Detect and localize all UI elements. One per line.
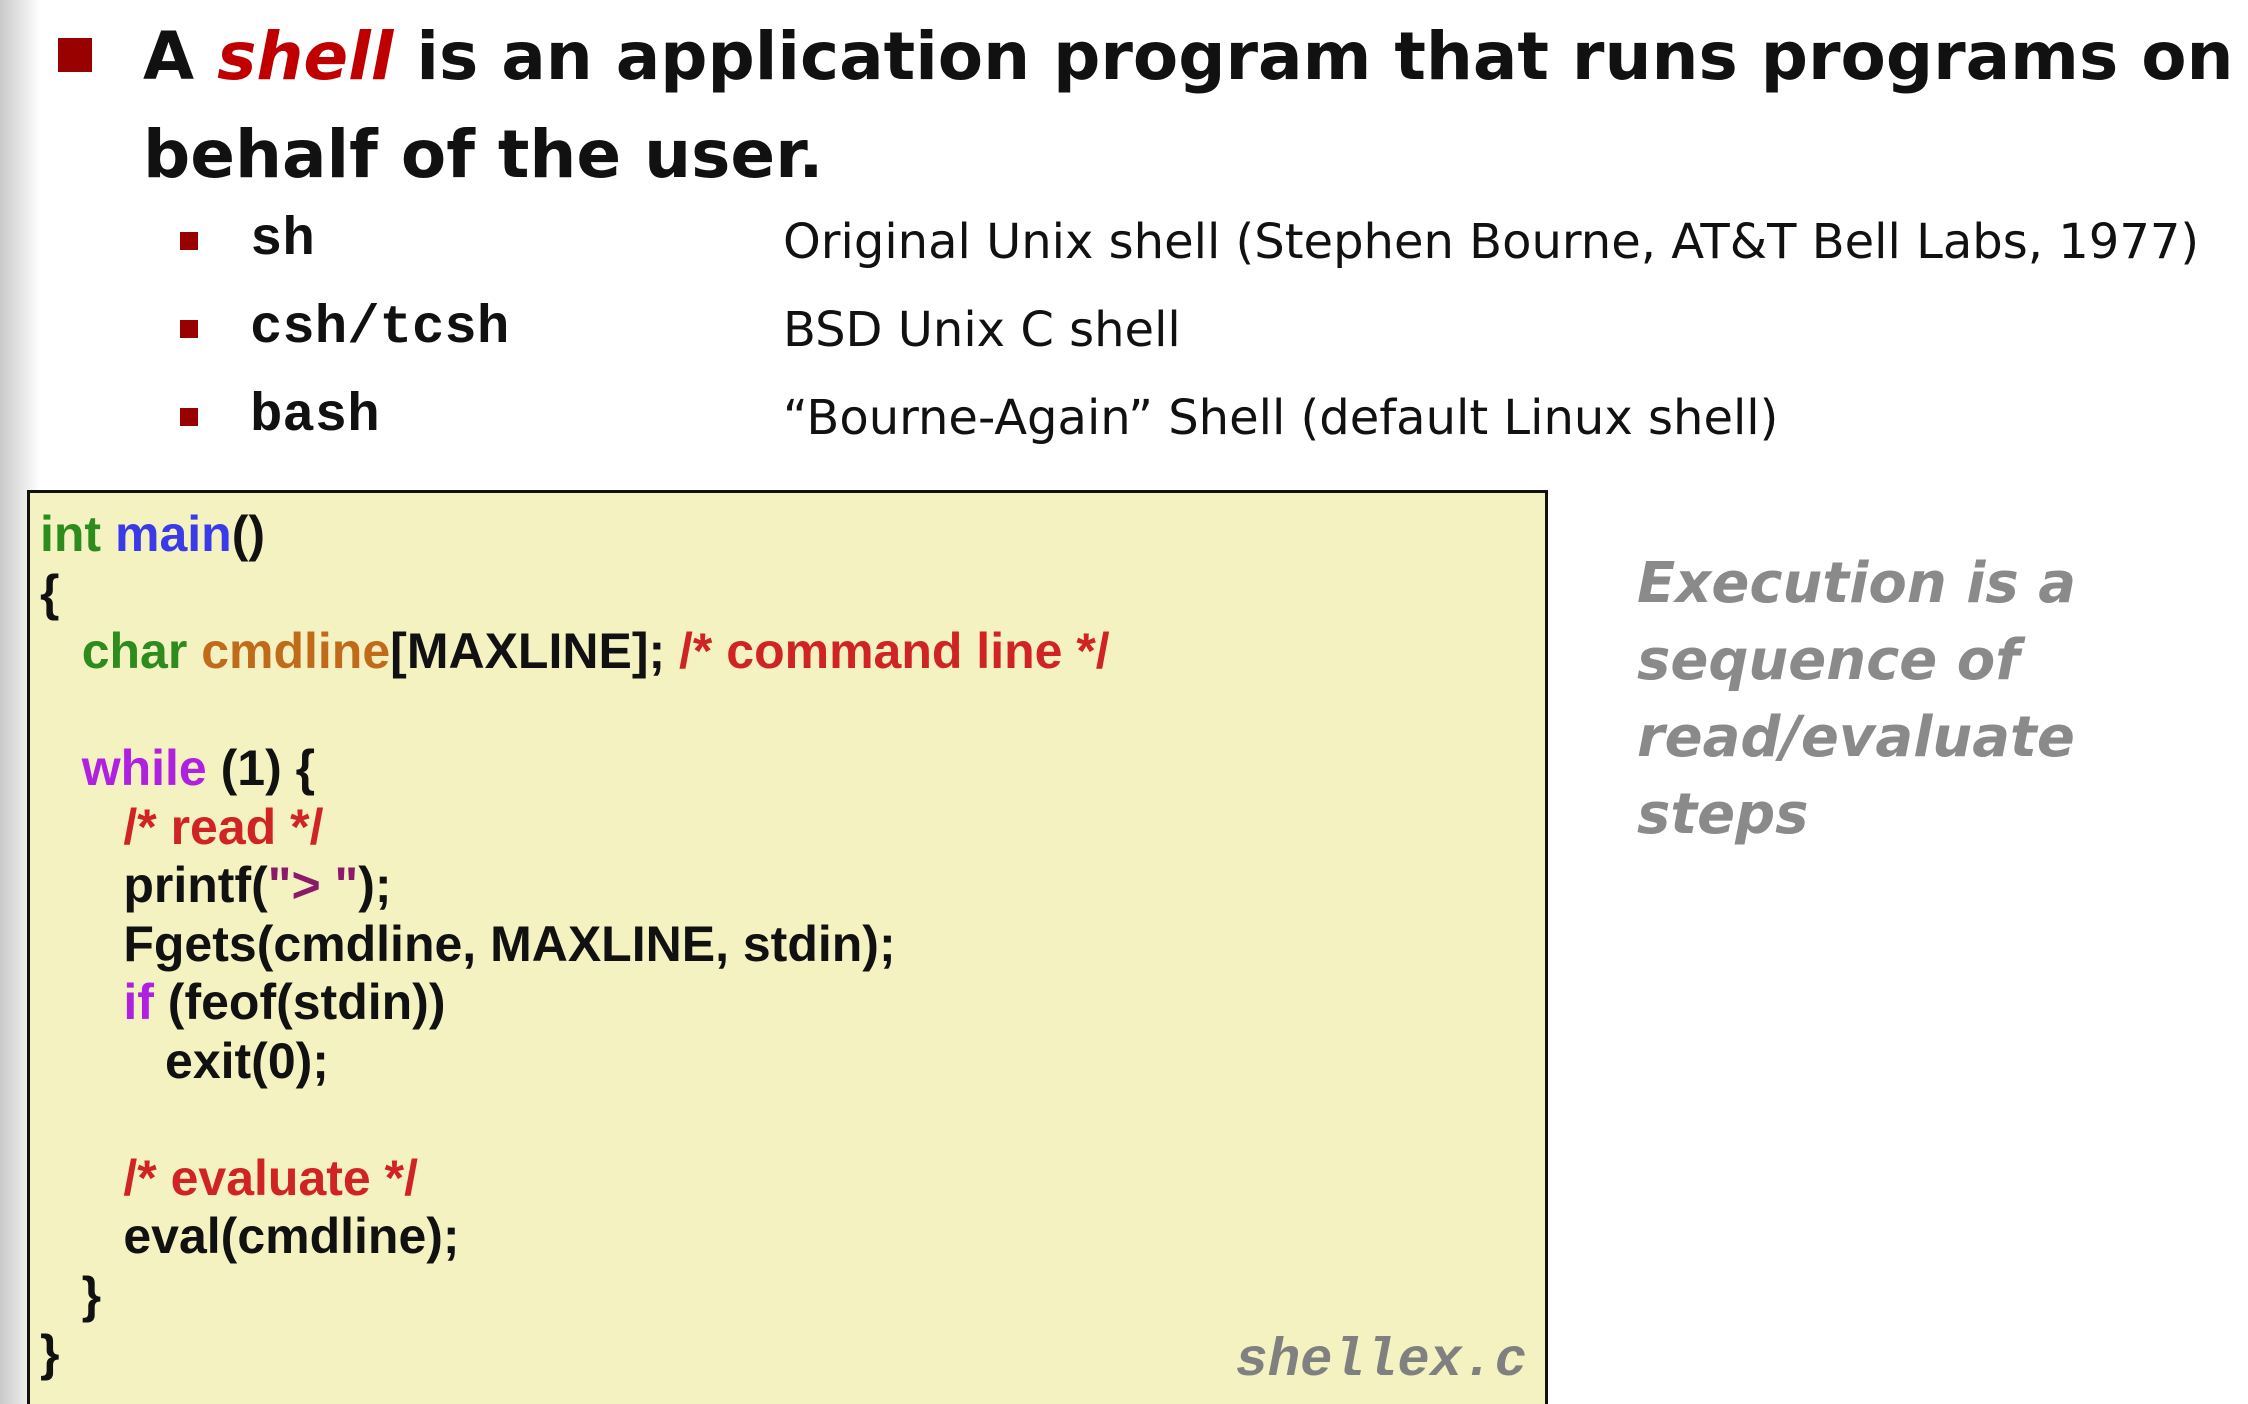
function-name: main — [115, 506, 232, 562]
headline-part2: is an application program that runs prog… — [143, 18, 2234, 193]
main-bullet — [58, 38, 92, 72]
shell-name: sh — [250, 210, 315, 271]
execution-note: Execution is a sequence of read/evaluate… — [1637, 551, 2077, 847]
headline: A shell is an application program that r… — [143, 8, 2243, 204]
type-keyword: int — [40, 506, 102, 562]
code-line-2: { — [40, 564, 60, 621]
code-text: (feof(stdin)) — [153, 974, 446, 1030]
code-text: ); — [358, 857, 392, 913]
shell-item-sh: sh Original Unix shell (Stephen Bourne, … — [0, 198, 2248, 286]
code-comment: /* command line */ — [679, 623, 1110, 679]
code-line-blank — [40, 1090, 1110, 1149]
code-line-10: exit(0); — [40, 1032, 329, 1089]
code-line-blank — [40, 681, 1110, 740]
shell-name: bash — [250, 386, 380, 447]
code-text: [MAXLINE]; — [390, 623, 680, 679]
code-line-13: eval(cmdline); — [40, 1208, 460, 1264]
code-line-14: } — [40, 1266, 102, 1323]
sub-bullet — [180, 408, 198, 426]
type-keyword: char — [81, 623, 188, 679]
variable-name: cmdline — [201, 623, 391, 679]
code-comment: /* evaluate */ — [123, 1149, 418, 1206]
control-keyword: while — [81, 740, 207, 796]
code-listing-box: int main(){ char cmdline[MAXLINE]; /* co… — [27, 490, 1548, 1404]
headline-emphasis: shell — [217, 18, 394, 95]
code-comment: /* read */ — [123, 798, 324, 855]
code-line-15: } — [40, 1325, 60, 1381]
code-text: printf( — [123, 857, 268, 913]
control-keyword: if — [123, 974, 154, 1030]
sub-bullet — [180, 232, 198, 250]
code-listing: int main(){ char cmdline[MAXLINE]; /* co… — [40, 505, 1110, 1383]
code-line-9: if (feof(stdin)) — [40, 973, 1110, 1032]
shell-description: Original Unix shell (Stephen Bourne, AT&… — [783, 214, 2200, 270]
sub-bullet — [180, 320, 198, 338]
code-text: () — [231, 506, 266, 562]
code-line-3: char cmdline[MAXLINE]; /* command line *… — [40, 622, 1110, 681]
headline-part1: A — [143, 18, 218, 95]
string-literal: "> " — [267, 857, 359, 913]
code-text: (1) { — [206, 740, 316, 796]
shell-item-bash: bash “Bourne-Again” Shell (default Linux… — [0, 374, 2248, 462]
code-line-6: /* read */ — [40, 798, 1110, 857]
code-line-12: /* evaluate */ — [40, 1149, 1110, 1208]
code-line-1: int main() — [40, 505, 1110, 564]
shell-name: csh/tcsh — [250, 298, 510, 359]
shell-description: BSD Unix C shell — [783, 302, 1181, 358]
shell-item-csh: csh/tcsh BSD Unix C shell — [0, 286, 2248, 374]
code-line-7: printf("> "); — [40, 856, 1110, 915]
shell-description: “Bourne-Again” Shell (default Linux shel… — [783, 390, 1779, 446]
source-filename: shellex.c — [1235, 1331, 1527, 1392]
code-line-5: while (1) { — [40, 739, 1110, 798]
code-line-8: Fgets(cmdline, MAXLINE, stdin); — [40, 915, 896, 972]
